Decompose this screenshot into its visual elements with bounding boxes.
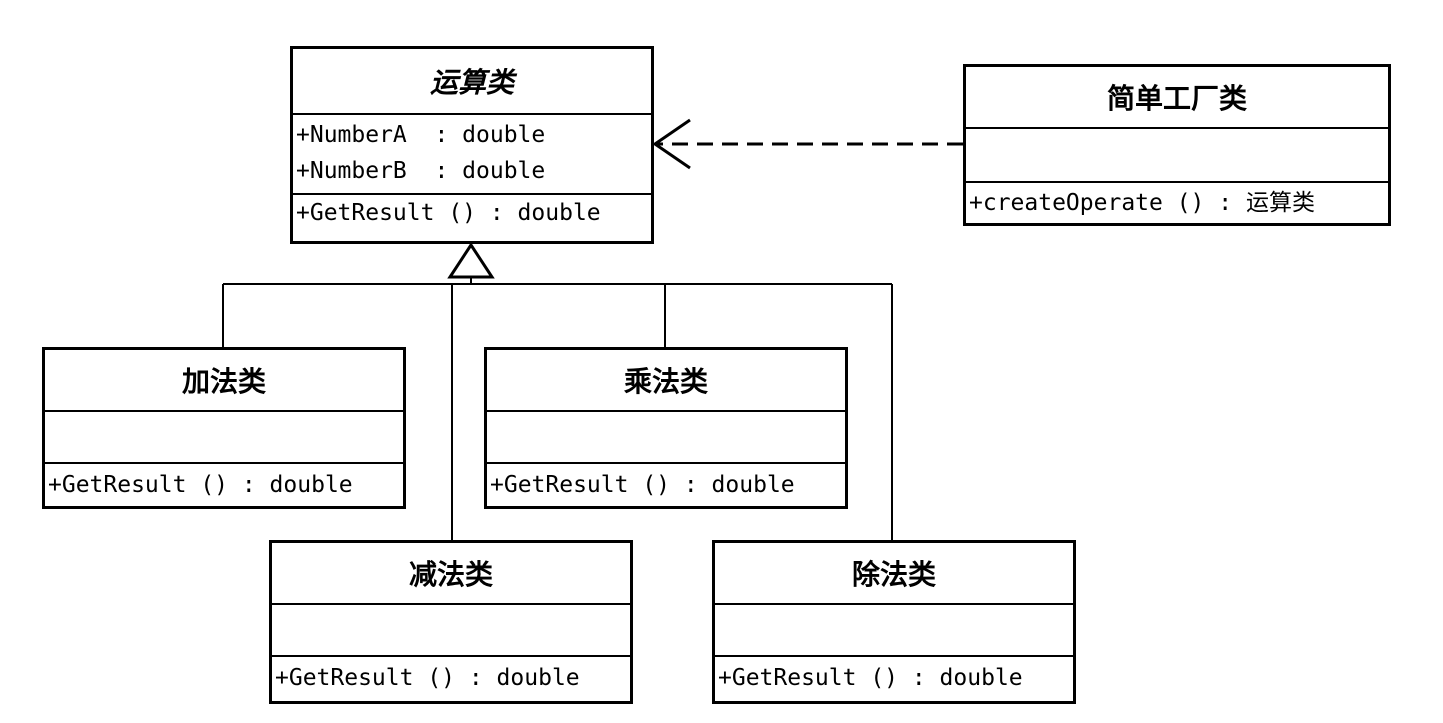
class-operation-name: 运算类 — [293, 49, 651, 115]
class-divide[interactable]: 除法类 +GetResult () : double — [712, 540, 1076, 704]
class-operation-operations: +GetResult () : double — [293, 195, 651, 241]
class-subtract-attributes — [272, 605, 630, 657]
class-multiply-attributes — [487, 412, 845, 464]
class-simple-factory-name: 简单工厂类 — [966, 67, 1388, 129]
attribute-number-a: +NumberA : double — [296, 122, 546, 148]
class-divide-name: 除法类 — [715, 543, 1073, 605]
class-simple-factory-attributes — [966, 129, 1388, 183]
class-add-name: 加法类 — [45, 350, 403, 412]
class-simple-factory[interactable]: 简单工厂类 +createOperate () : 运算类 — [963, 64, 1391, 226]
class-multiply[interactable]: 乘法类 +GetResult () : double — [484, 347, 848, 509]
class-subtract[interactable]: 减法类 +GetResult () : double — [269, 540, 633, 704]
operation-get-result: +GetResult () : double — [490, 472, 795, 498]
operation-get-result: +GetResult () : double — [296, 200, 601, 226]
operation-create-operate: +createOperate () : 运算类 — [969, 190, 1315, 216]
class-multiply-operations: +GetResult () : double — [487, 464, 845, 506]
class-add-attributes — [45, 412, 403, 464]
operation-get-result: +GetResult () : double — [718, 665, 1023, 691]
class-add[interactable]: 加法类 +GetResult () : double — [42, 347, 406, 509]
attribute-number-b: +NumberB : double — [296, 158, 546, 184]
class-subtract-operations: +GetResult () : double — [272, 657, 630, 701]
class-subtract-name: 减法类 — [272, 543, 630, 605]
class-divide-attributes — [715, 605, 1073, 657]
dependency-arrowhead — [652, 118, 691, 170]
generalization-triangle — [447, 242, 495, 279]
operation-get-result: +GetResult () : double — [275, 665, 580, 691]
class-divide-operations: +GetResult () : double — [715, 657, 1073, 701]
class-add-operations: +GetResult () : double — [45, 464, 403, 506]
class-operation-attributes: +NumberA : double +NumberB : double — [293, 115, 651, 195]
class-simple-factory-operations: +createOperate () : 运算类 — [966, 183, 1388, 223]
class-operation[interactable]: 运算类 +NumberA : double +NumberB : double … — [290, 46, 654, 244]
operation-get-result: +GetResult () : double — [48, 472, 353, 498]
class-multiply-name: 乘法类 — [487, 350, 845, 412]
